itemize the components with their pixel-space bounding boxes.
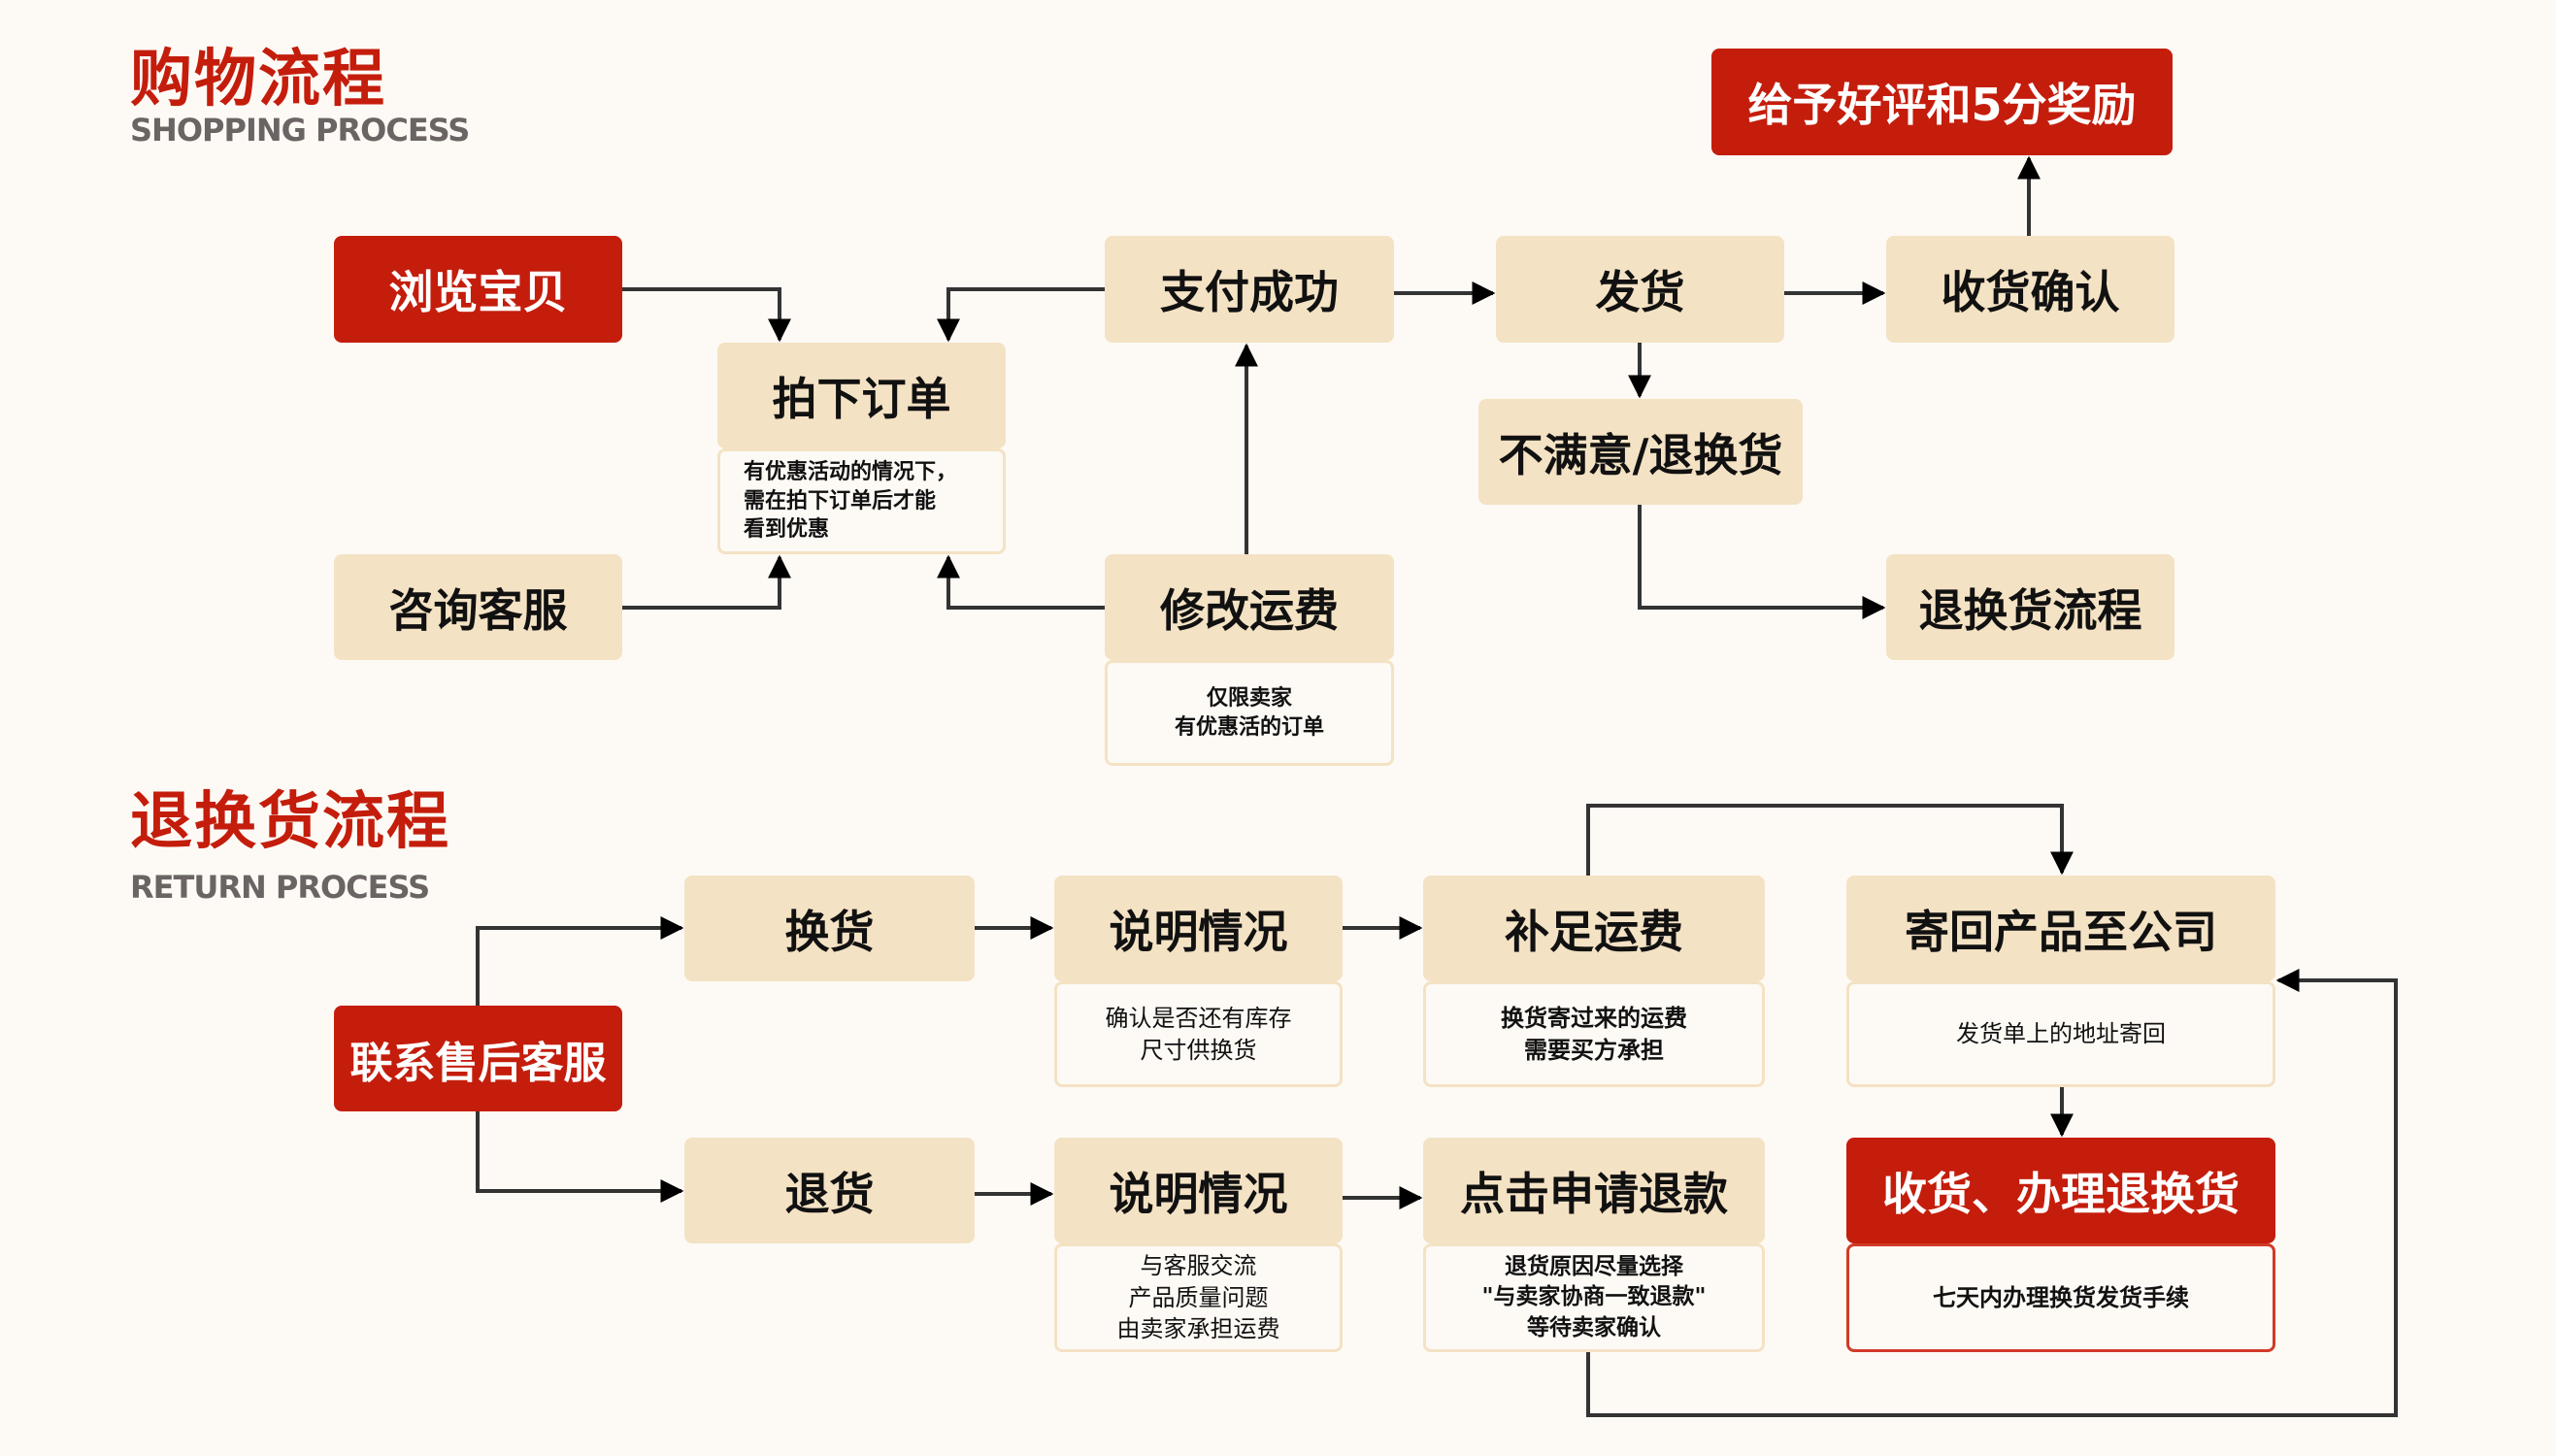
node-ship: 发货 bbox=[1496, 236, 1784, 343]
note-receive-process: 七天内办理换货发货手续 bbox=[1846, 1243, 2275, 1352]
node-place-order: 拍下订单 bbox=[717, 343, 1006, 448]
note-modify-shipping: 仅限卖家 有优惠活的订单 bbox=[1105, 660, 1394, 766]
note-send-back: 发货单上的地址寄回 bbox=[1846, 981, 2275, 1087]
note-exchange-explain: 确认是否还有库存 尺寸供换货 bbox=[1054, 981, 1343, 1087]
arrow-apply-to-sendback bbox=[1586, 969, 2398, 1417]
node-exchange: 换货 bbox=[684, 876, 975, 981]
arrow-browse-to-order bbox=[622, 287, 791, 343]
arrow-modify-to-order bbox=[937, 554, 1105, 610]
node-browse: 浏览宝贝 bbox=[334, 236, 622, 343]
node-exchange-explain: 说明情况 bbox=[1054, 876, 1343, 981]
note-apply-refund: 退货原因尽量选择 "与卖家协商一致退款" 等待卖家确认 bbox=[1423, 1243, 1765, 1352]
arrow-payment-to-order bbox=[937, 287, 1105, 343]
node-refund: 退货 bbox=[684, 1138, 975, 1243]
node-apply-refund: 点击申请退款 bbox=[1423, 1138, 1765, 1243]
arrow-contact-to-refund bbox=[476, 1111, 684, 1203]
arrow-consult-to-order bbox=[622, 554, 791, 610]
node-unsatisfied: 不满意/退换货 bbox=[1478, 399, 1803, 505]
node-pay-shipping: 补足运费 bbox=[1423, 876, 1765, 981]
node-receive-process: 收货、办理退换货 bbox=[1846, 1138, 2275, 1243]
node-return-process: 退换货流程 bbox=[1886, 554, 2174, 660]
node-contact-support: 联系售后客服 bbox=[334, 1006, 622, 1111]
node-consult: 咨询客服 bbox=[334, 554, 622, 660]
node-good-review: 给予好评和5分奖励 bbox=[1711, 49, 2173, 155]
shopping-subtitle: SHOPPING PROCESS bbox=[130, 112, 470, 149]
note-pay-shipping: 换货寄过来的运费 需要买方承担 bbox=[1423, 981, 1765, 1087]
arrow-unsatisfied-to-return bbox=[1638, 505, 1886, 619]
arrow-pay-to-sendback bbox=[1586, 804, 2074, 876]
node-payment-success: 支付成功 bbox=[1105, 236, 1394, 343]
node-confirm-receipt: 收货确认 bbox=[1886, 236, 2174, 343]
arrow-contact-to-exchange bbox=[476, 916, 684, 1006]
node-send-back: 寄回产品至公司 bbox=[1846, 876, 2275, 981]
note-place-order: 有优惠活动的情况下， 需在拍下订单后才能 看到优惠 bbox=[717, 448, 1006, 554]
node-refund-explain: 说明情况 bbox=[1054, 1138, 1343, 1243]
node-modify-shipping: 修改运费 bbox=[1105, 554, 1394, 660]
return-subtitle: RETURN PROCESS bbox=[130, 869, 430, 906]
shopping-title: 购物流程 bbox=[130, 44, 386, 116]
return-title: 退换货流程 bbox=[130, 786, 450, 858]
note-refund-explain: 与客服交流 产品质量问题 由卖家承担运费 bbox=[1054, 1243, 1343, 1352]
